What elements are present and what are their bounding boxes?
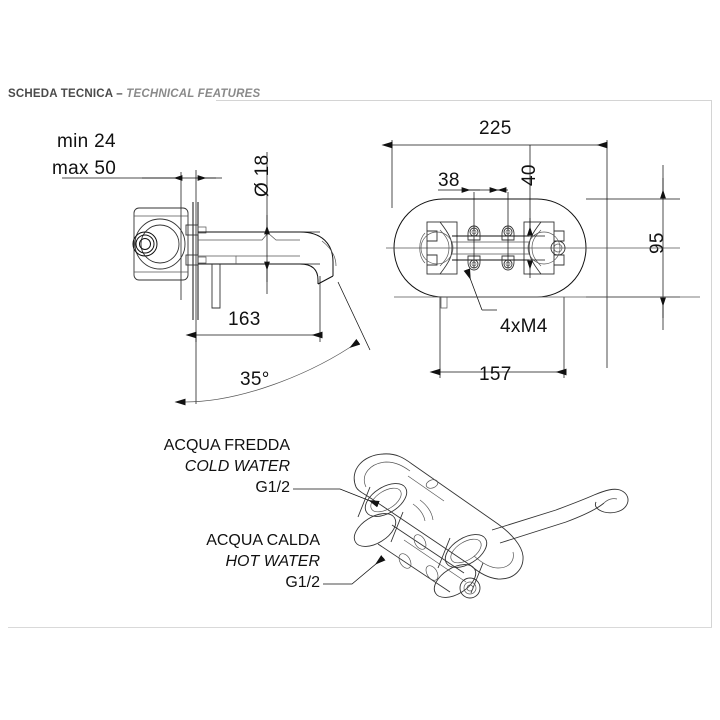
dim-screws-4xm4: 4xM4 (500, 316, 548, 337)
page-title: SCHEDA TECNICA – TECHNICAL FEATURES (8, 88, 260, 100)
title-separator: – (116, 88, 123, 100)
page-title-italian: SCHEDA TECNICA (8, 88, 113, 100)
callout-hot-italian: ACQUA CALDA (206, 532, 320, 549)
dim-offset-38: 38 (438, 170, 460, 191)
callout-cold-thread: G1/2 (255, 479, 290, 496)
side-view-geometry (62, 152, 371, 406)
callout-hot-english: HOT WATER (225, 553, 320, 570)
iso-view-geometry (293, 453, 629, 599)
header-rule (216, 100, 712, 101)
dim-width-225: 225 (479, 118, 512, 139)
front-view-geometry (381, 140, 700, 378)
callout-cold-italian: ACQUA FREDDA (163, 437, 290, 454)
dim-min-24: min 24 (57, 131, 116, 152)
dim-length-163: 163 (228, 309, 261, 330)
callout-hot-thread: G1/2 (285, 574, 320, 591)
page-title-english: TECHNICAL FEATURES (126, 88, 261, 100)
frame-right-border (711, 100, 712, 628)
callout-cold-english: COLD WATER (184, 458, 290, 475)
frame-bottom-border (8, 627, 712, 628)
dim-max-50: max 50 (52, 158, 117, 179)
